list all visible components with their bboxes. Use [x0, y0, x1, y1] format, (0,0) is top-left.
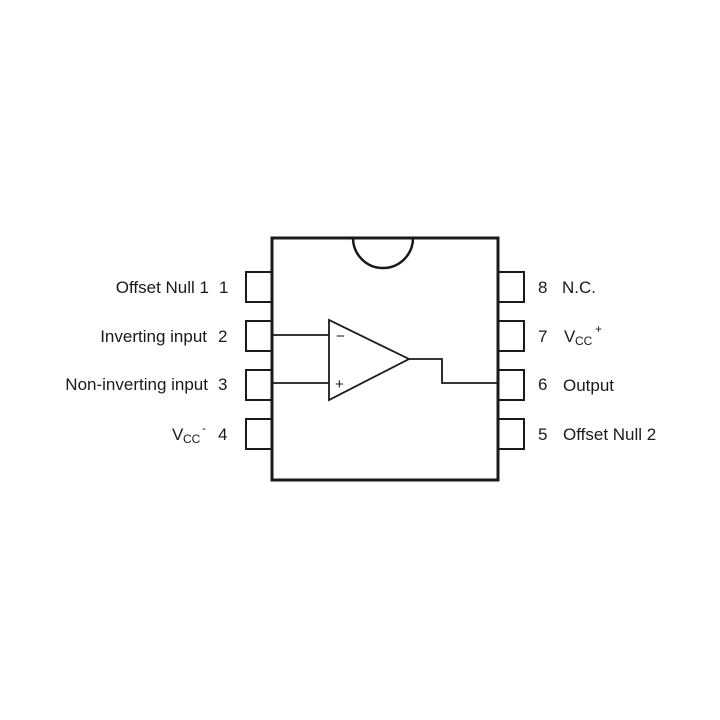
pin-5-label: Offset Null 2 — [563, 425, 656, 444]
wire-output — [409, 358, 498, 384]
pin-4 — [245, 418, 273, 450]
opamp-symbol — [328, 318, 412, 402]
pin-6 — [497, 369, 525, 401]
pin-3-number: 3 — [218, 375, 227, 394]
opamp-plus: + — [335, 376, 344, 393]
pin-4-label-sub: CC — [183, 432, 201, 446]
pin-5 — [497, 418, 525, 450]
opamp-minus: − — [336, 328, 345, 345]
pin-2-label: Inverting input — [100, 327, 207, 346]
pin-1 — [245, 271, 273, 303]
pin-4-label: V — [172, 425, 184, 444]
pin-8-label: N.C. — [562, 278, 596, 297]
package-notch — [351, 237, 415, 270]
pin-2-number: 2 — [218, 327, 227, 346]
pin-1-number: 1 — [219, 278, 228, 297]
pin-6-label: Output — [563, 376, 614, 395]
pin-3-label: Non-inverting input — [65, 375, 208, 394]
pin-8-number: 8 — [538, 278, 547, 297]
pin-8 — [497, 271, 525, 303]
pin-7 — [497, 320, 525, 352]
pin-6-number: 6 — [538, 375, 547, 394]
pin-7-number: 7 — [538, 327, 547, 346]
pin-1-label: Offset Null 1 — [116, 278, 209, 297]
pin-5-number: 5 — [538, 425, 547, 444]
pin-2 — [245, 320, 273, 352]
pin-4-label-sup: - — [202, 421, 206, 435]
pin-4-number: 4 — [218, 425, 227, 444]
pin-3 — [245, 369, 273, 401]
pin-7-label: V — [564, 327, 576, 346]
pin-7-label-sup: + — [595, 322, 602, 336]
ic-package-body — [270, 236, 500, 482]
pin-7-label-sub: CC — [575, 334, 593, 348]
